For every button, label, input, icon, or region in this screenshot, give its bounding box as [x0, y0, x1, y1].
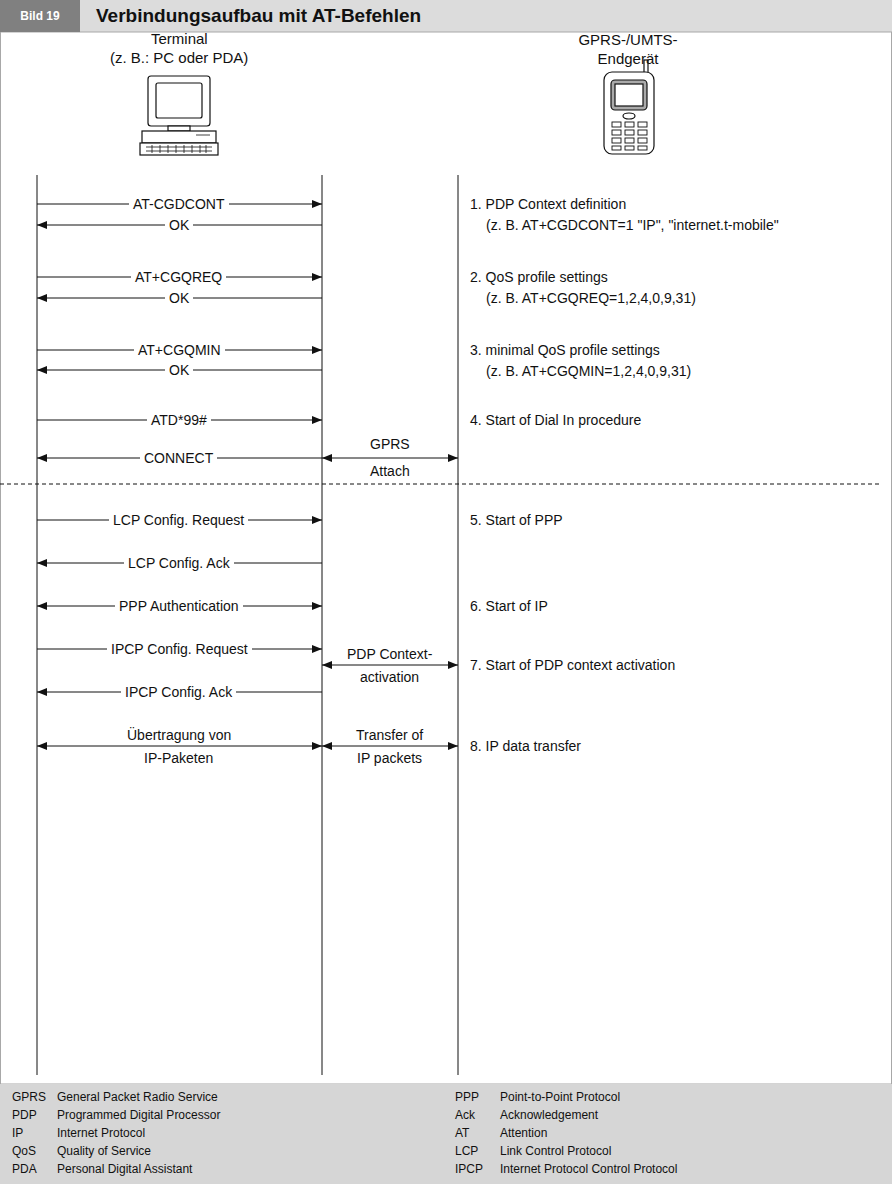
message-label: IP packets [357, 750, 422, 767]
pc-icon [140, 76, 218, 155]
abbreviation-meaning: Point-to-Point Protocol [500, 1090, 620, 1105]
message-label: Attach [370, 463, 410, 480]
abbreviation: IP [12, 1126, 23, 1141]
abbreviation: IPCP [455, 1162, 483, 1177]
step-example: (z. B. AT+CGQREQ=1,2,4,0,9,31) [486, 290, 696, 307]
abbreviation-meaning: Programmed Digital Processor [57, 1108, 220, 1123]
message-label: LCP Config. Ack [124, 555, 234, 572]
abbreviation-meaning: Attention [500, 1126, 547, 1141]
separator-line [0, 484, 880, 485]
message-label: PPP Authentication [115, 598, 243, 615]
abbreviation-meaning: General Packet Radio Service [57, 1090, 218, 1105]
footer-band [0, 1084, 892, 1184]
lane-heading: Terminal [151, 30, 208, 48]
abbreviation-meaning: Quality of Service [57, 1144, 151, 1159]
step-note: 5. Start of PPP [470, 512, 563, 529]
step-note: 4. Start of Dial In procedure [470, 412, 641, 429]
abbreviation: PDA [12, 1162, 37, 1177]
message-label: OK [165, 290, 193, 307]
message-label: GPRS [370, 436, 410, 453]
message-label: LCP Config. Request [109, 512, 248, 529]
lifelines [37, 175, 458, 1075]
message-label: IPCP Config. Ack [121, 684, 236, 701]
message-label: CONNECT [140, 450, 217, 467]
abbreviation: PPP [455, 1090, 479, 1105]
title-band [80, 0, 892, 32]
message-label: Transfer of [356, 727, 423, 744]
message-label: PDP Context- [347, 646, 432, 663]
figure-number: Bild 19 [20, 9, 59, 23]
step-note: 6. Start of IP [470, 598, 548, 615]
step-note: 8. IP data transfer [470, 738, 581, 755]
phone-icon [604, 60, 654, 154]
figure-number-box: Bild 19 [0, 0, 80, 32]
abbreviation: PDP [12, 1108, 37, 1123]
abbreviation: AT [455, 1126, 469, 1141]
step-example: (z. B. AT+CGQMIN=1,2,4,0,9,31) [486, 363, 691, 380]
message-label: Übertragung von [127, 727, 231, 744]
abbreviation-meaning: Personal Digital Assistant [57, 1162, 192, 1177]
abbreviation: GPRS [12, 1090, 46, 1105]
step-note: 7. Start of PDP context activation [470, 657, 675, 674]
message-label: AT+CGQREQ [131, 269, 226, 286]
message-label: ATD*99# [147, 412, 211, 429]
message-label: AT-CGDCONT [129, 196, 229, 213]
message-label: IP-Paketen [144, 750, 213, 767]
message-label: OK [165, 362, 193, 379]
abbreviation-meaning: Internet Protocol [57, 1126, 145, 1141]
frame [1, 32, 892, 1084]
message-label: AT+CGQMIN [134, 342, 225, 359]
abbreviation: Ack [455, 1108, 475, 1123]
message-label: IPCP Config. Request [107, 641, 252, 658]
abbreviation: QoS [12, 1144, 36, 1159]
message-arrows [37, 204, 458, 746]
step-note: 3. minimal QoS profile settings [470, 342, 660, 359]
message-label: activation [360, 669, 419, 686]
abbreviation-meaning: Internet Protocol Control Protocol [500, 1162, 677, 1177]
step-note: 1. PDP Context definition [470, 196, 626, 213]
lane-subheading: (z. B.: PC oder PDA) [110, 49, 248, 67]
step-note: 2. QoS profile settings [470, 269, 608, 286]
abbreviation-meaning: Link Control Protocol [500, 1144, 611, 1159]
step-example: (z. B. AT+CGDCONT=1 "IP", "internet.t-mo… [486, 217, 779, 234]
abbreviation-meaning: Acknowledgement [500, 1108, 598, 1123]
lane-heading: GPRS-/UMTS- Endgerät [563, 30, 693, 68]
message-label: OK [165, 217, 193, 234]
title: Verbindungsaufbau mit AT-Befehlen [96, 6, 421, 26]
abbreviation: LCP [455, 1144, 478, 1159]
